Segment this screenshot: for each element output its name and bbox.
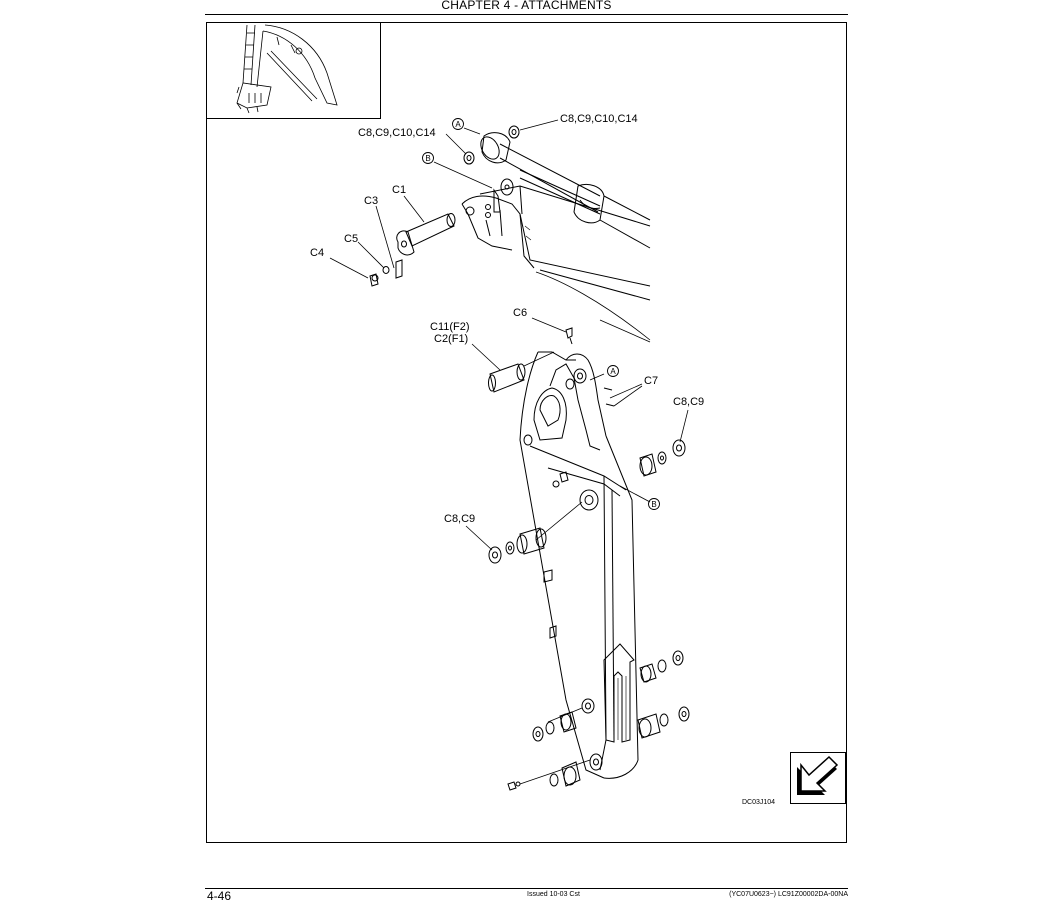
svg-text:A: A	[455, 120, 461, 129]
right-bushings	[639, 439, 686, 477]
marker-b-top: B	[422, 152, 434, 164]
return-button[interactable]	[790, 752, 846, 804]
left-bushings	[488, 527, 547, 564]
arm-cylinder	[480, 132, 651, 249]
figure-id: DC03J104	[742, 799, 775, 806]
figure-frame	[206, 22, 847, 843]
svg-text:B: B	[651, 500, 656, 509]
callout-c8-c9-c10-c14-right: C8,C9,C10,C14	[560, 113, 638, 125]
document-code: (YC07U0623−) LC91Z00002DA-00NA	[729, 891, 848, 898]
marker-a-arm: A	[607, 365, 619, 377]
page-title: CHAPTER 4 - ATTACHMENTS	[441, 0, 612, 12]
svg-text:A: A	[610, 367, 616, 376]
callout-c8-c9-left: C8,C9	[444, 513, 475, 525]
callout-c8-c9-c10-c14-left: C8,C9,C10,C14	[358, 127, 436, 139]
return-arrow-icon	[797, 755, 839, 795]
svg-text:B: B	[425, 154, 430, 163]
header-rule	[205, 14, 848, 15]
callout-c5: C5	[344, 233, 358, 245]
page-number: 4-46	[207, 889, 232, 903]
boom-end	[461, 185, 651, 341]
locator-inset	[206, 22, 381, 119]
pins-c7	[603, 387, 615, 407]
arm-body	[519, 351, 639, 779]
footer-rule	[205, 888, 848, 889]
callout-c1: C1	[392, 184, 406, 196]
pin-c2	[488, 363, 526, 393]
leader-lines	[329, 119, 689, 785]
pin-c1	[369, 213, 456, 287]
marker-a-top: A	[452, 118, 464, 130]
callout-c3: C3	[364, 195, 378, 207]
marker-b-arm: B	[648, 498, 660, 510]
lower-left-bushings	[507, 711, 581, 791]
lower-right-bushings	[637, 650, 690, 739]
callout-c7: C7	[644, 375, 658, 387]
callout-c2-f1: C2(F1)	[434, 333, 468, 345]
callout-c11-f2: C11(F2)	[430, 321, 470, 333]
callout-c8-c9-right: C8,C9	[673, 396, 704, 408]
callout-c4: C4	[310, 247, 324, 259]
top-washers	[463, 125, 520, 165]
issue-date: Issued 10-03 Cst	[527, 891, 580, 898]
excavator-locator-illustration	[236, 24, 338, 114]
bolt-c6	[565, 327, 573, 345]
callout-c6: C6	[513, 307, 527, 319]
